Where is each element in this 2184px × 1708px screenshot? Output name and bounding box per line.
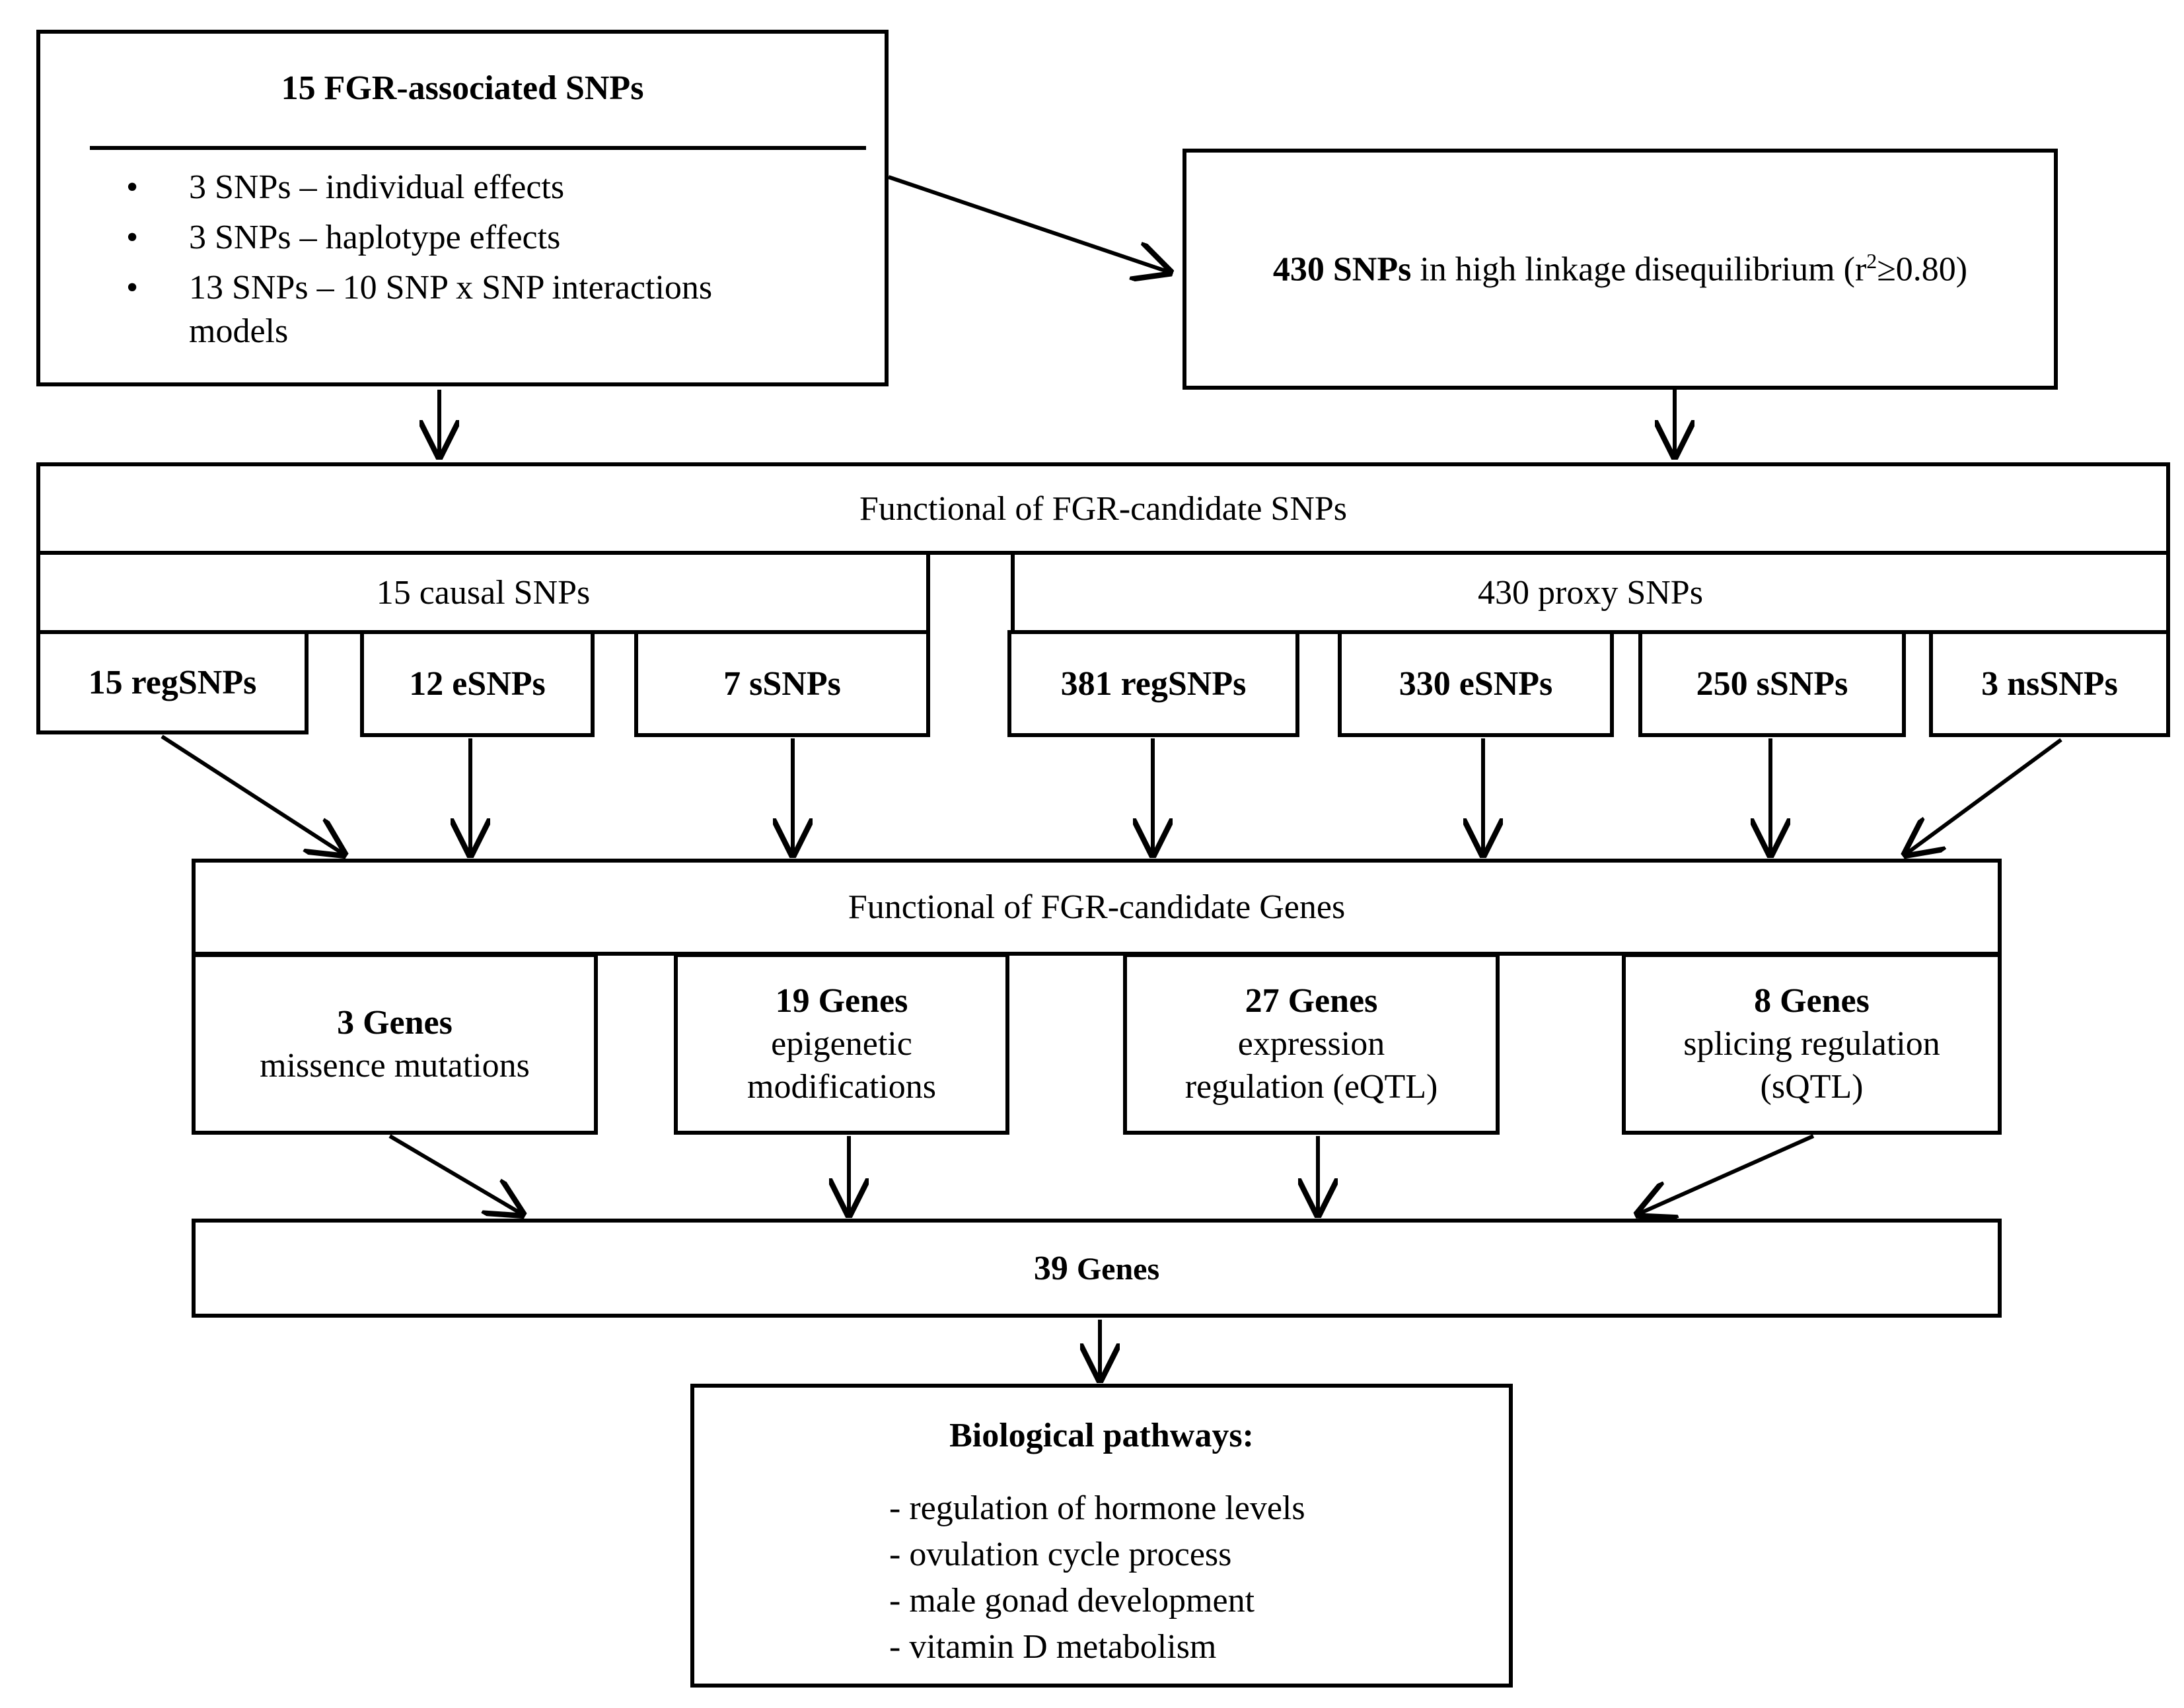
arrow <box>888 175 1169 272</box>
snp-category-label: 3 nsSNPs <box>1981 664 2118 703</box>
gene-category-desc: (sQTL) <box>1760 1068 1864 1106</box>
proxy-snps-box: 430 proxy SNPs <box>1011 551 2170 634</box>
causal-snps-box: 15 causal SNPs <box>36 551 930 634</box>
gene-category-desc: modifications <box>747 1068 936 1106</box>
gene-category-box: 3 Genes missence mutations <box>192 953 598 1135</box>
bullet-item-1: 3 SNPs – individual effects <box>189 168 565 206</box>
bullet-item-3: 13 SNPs – 10 SNP x SNP interactions <box>189 269 713 306</box>
r-squared-superscript: 2 <box>1866 248 1877 273</box>
snp-category-box: 12 eSNPs <box>360 630 595 737</box>
gene-category-desc: epigenetic <box>771 1025 912 1063</box>
snp-category-label: 250 sSNPs <box>1696 664 1848 703</box>
snp-category-label: 381 regSNPs <box>1060 664 1247 703</box>
total-genes-count: 39 <box>1033 1249 1068 1287</box>
bullet-item-3-continuation: models <box>189 312 289 350</box>
snp-category-box: 7 sSNPs <box>634 630 930 737</box>
gene-count: 3 Genes <box>337 1003 453 1042</box>
fgr-associated-snps-title: 15 FGR-associated SNPs <box>281 69 644 107</box>
functional-genes-label: Functional of FGR-candidate Genes <box>848 888 1346 926</box>
snp-category-box: 15 regSNPs <box>36 630 309 734</box>
snp-category-label: 7 sSNPs <box>723 664 841 703</box>
gene-category-box: 27 Genes expression regulation (eQTL) <box>1123 953 1500 1135</box>
proxy-snps-label: 430 proxy SNPs <box>1478 573 1703 612</box>
arrow <box>1638 1134 1815 1214</box>
bullet-item-2: 3 SNPs – haplotype effects <box>189 219 561 256</box>
gene-category-desc: regulation (eQTL) <box>1184 1068 1438 1106</box>
bullet-dot-3: • <box>126 269 139 306</box>
gene-count: 27 Genes <box>1245 982 1378 1020</box>
arrow <box>161 734 344 854</box>
linkage-threshold: ≥0.80) <box>1877 250 1968 289</box>
linkage-disequilibrium-text: 430 SNPs in high linkage disequilibrium … <box>1273 248 1967 291</box>
gene-category-box: 19 Genes epigenetic modifications <box>674 953 1009 1135</box>
linkage-disequilibrium-box: 430 SNPs in high linkage disequilibrium … <box>1183 149 2058 390</box>
snp-category-box: 330 eSNPs <box>1338 630 1614 737</box>
functional-snps-label: Functional of FGR-candidate SNPs <box>859 489 1348 528</box>
causal-snps-label: 15 causal SNPs <box>376 573 591 612</box>
proxy-snp-count: 430 SNPs <box>1272 250 1412 289</box>
bullet-dot-2: • <box>126 219 139 256</box>
gene-category-desc: missence mutations <box>260 1046 530 1085</box>
gene-category-box: 8 Genes splicing regulation (sQTL) <box>1622 953 2002 1135</box>
functional-genes-box: Functional of FGR-candidate Genes <box>192 859 2002 956</box>
fgr-associated-snps-box: 15 FGR-associated SNPs • 3 SNPs – indivi… <box>36 30 889 386</box>
arrow <box>1906 738 2062 854</box>
gene-count: 8 Genes <box>1754 982 1870 1020</box>
biological-pathways-box: Biological pathways: - regulation of hor… <box>690 1384 1513 1688</box>
gene-category-desc: splicing regulation <box>1683 1025 1940 1063</box>
pathways-title: Biological pathways: <box>949 1417 1254 1454</box>
pathway-item: - ovulation cycle process <box>889 1536 1232 1573</box>
bullet-dot-1: • <box>126 168 139 206</box>
pathway-item: - vitamin D metabolism <box>889 1628 1217 1666</box>
snp-category-box: 250 sSNPs <box>1638 630 1906 737</box>
gene-count: 19 Genes <box>775 982 908 1020</box>
total-genes-label: Genes <box>1076 1251 1160 1287</box>
arrow <box>388 1134 522 1214</box>
pathway-item: - regulation of hormone levels <box>889 1489 1305 1527</box>
snp-category-box: 3 nsSNPs <box>1929 630 2170 737</box>
snp-category-box: 381 regSNPs <box>1007 630 1299 737</box>
gene-category-desc: expression <box>1237 1025 1385 1063</box>
linkage-text: in high linkage disequilibrium (r <box>1411 250 1867 289</box>
total-genes-box: 39 Genes <box>192 1219 2002 1318</box>
snp-category-label: 330 eSNPs <box>1399 664 1553 703</box>
pathway-item: - male gonad development <box>889 1582 1255 1619</box>
snp-category-label: 12 eSNPs <box>409 664 546 703</box>
title-divider <box>90 146 866 150</box>
functional-snps-box: Functional of FGR-candidate SNPs <box>36 462 2170 555</box>
snp-category-label: 15 regSNPs <box>88 663 257 701</box>
